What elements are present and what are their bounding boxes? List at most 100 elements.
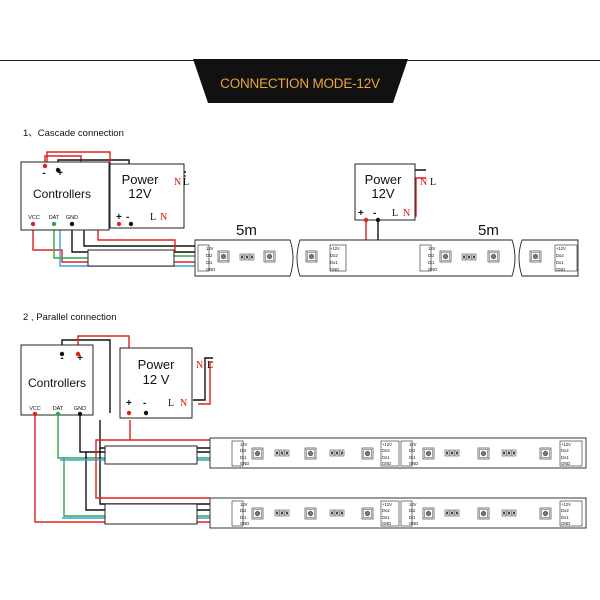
svg-text:Di1: Di1 [206, 260, 213, 265]
svg-text:Do1: Do1 [561, 515, 569, 520]
svg-text:-: - [126, 212, 129, 223]
svg-text:GND: GND [409, 521, 418, 526]
svg-text:GND: GND [382, 521, 391, 526]
svg-text:Di2: Di2 [428, 253, 435, 258]
terminal-dat [51, 221, 57, 227]
svg-text:L: L [207, 360, 213, 371]
svg-text:Do2: Do2 [556, 253, 564, 258]
svg-text:L: L [150, 212, 156, 223]
svg-text:L: L [183, 177, 189, 188]
svg-text:VCC: VCC [29, 406, 41, 412]
svg-text:+: + [57, 168, 63, 179]
svg-text:N: N [420, 177, 427, 188]
svg-text:GND: GND [561, 521, 570, 526]
svg-text:12V: 12V [428, 246, 436, 251]
svg-text:+12V: +12V [382, 442, 392, 447]
cascade-controller: - + Controllers VCC DAT GND [20, 161, 110, 231]
svg-text:Di1: Di1 [409, 515, 416, 520]
parallel-controller: - + Controllers VCC DAT GND [20, 344, 94, 417]
svg-text:Di2: Di2 [240, 448, 247, 453]
cascade-power-2: Power 12V + - L N N L [354, 163, 436, 223]
svg-text:N: N [174, 177, 181, 188]
svg-text:12V: 12V [206, 246, 214, 251]
svg-text:Di2: Di2 [240, 508, 247, 513]
svg-text:DAT: DAT [49, 215, 60, 221]
svg-text:L: L [168, 398, 174, 409]
svg-text:+12V: +12V [330, 246, 340, 251]
cascade-power-1: Power 12V + - L N N L [109, 163, 189, 229]
svg-text:L: L [392, 208, 398, 219]
svg-text:GND: GND [382, 461, 391, 466]
svg-text:Do2: Do2 [561, 508, 569, 513]
svg-text:Di2: Di2 [206, 253, 213, 258]
svg-text:Controllers: Controllers [28, 376, 86, 390]
svg-text:-: - [373, 208, 376, 219]
parallel-heading: 2 , Parallel connection [23, 312, 116, 323]
terminal-gnd [69, 221, 75, 227]
svg-text:GND: GND [74, 406, 86, 412]
svg-text:N: N [403, 208, 410, 219]
svg-text:-: - [60, 353, 63, 364]
svg-text:Power: Power [122, 172, 160, 187]
svg-text:Do1: Do1 [330, 260, 338, 265]
strip-length-2: 5m [478, 222, 499, 239]
svg-text:+: + [126, 398, 132, 409]
svg-text:Do2: Do2 [561, 448, 569, 453]
svg-text:DAT: DAT [53, 406, 64, 412]
strip-length-1: 5m [236, 222, 257, 239]
parallel-strip-1: 12V Di2 Di1 GND +12V Do2 Do1 GND 12V Di2… [209, 437, 587, 469]
svg-text:+12V: +12V [561, 442, 571, 447]
svg-text:+12V: +12V [382, 502, 392, 507]
svg-text:+: + [77, 353, 83, 364]
svg-text:GND: GND [240, 461, 249, 466]
terminal-vcc [30, 221, 36, 227]
svg-text:Do1: Do1 [556, 260, 564, 265]
svg-text:N: N [180, 398, 187, 409]
svg-text:Do1: Do1 [382, 515, 390, 520]
svg-text:GND: GND [428, 267, 437, 272]
svg-text:12V: 12V [409, 442, 417, 447]
svg-text:Di2: Di2 [409, 508, 416, 513]
parallel-amp-2 [104, 503, 198, 525]
svg-text:GND: GND [330, 267, 339, 272]
parallel-amp-1 [104, 445, 198, 465]
svg-text:12V: 12V [409, 502, 417, 507]
svg-text:Power: Power [138, 357, 176, 372]
svg-text:Do1: Do1 [561, 455, 569, 460]
svg-text:GND: GND [206, 267, 215, 272]
parallel-strip-2: 12V Di2 Di1 GND +12V Do2 Do1 GND 12V Di2… [209, 497, 587, 529]
svg-text:Di1: Di1 [240, 515, 247, 520]
cascade-heading: 1、Cascade connection [23, 128, 124, 139]
svg-text:Do2: Do2 [382, 508, 390, 513]
svg-text:+: + [358, 208, 364, 219]
svg-text:-: - [143, 398, 146, 409]
svg-text:12V: 12V [240, 442, 248, 447]
svg-text:N: N [160, 212, 167, 223]
svg-text:+12V: +12V [561, 502, 571, 507]
cascade-strip-3: +12V Do2 Do1 GND [518, 239, 579, 277]
svg-text:GND: GND [556, 267, 565, 272]
page-title: CONNECTION MODE-12V [220, 76, 380, 91]
header-banner: CONNECTION MODE-12V [0, 59, 600, 103]
terminal-plus [42, 163, 48, 169]
svg-text:Do2: Do2 [330, 253, 338, 258]
svg-text:12V: 12V [128, 186, 151, 201]
terminal-minus [55, 167, 61, 173]
svg-text:+: + [116, 212, 122, 223]
svg-text:12V: 12V [371, 186, 394, 201]
svg-text:GND: GND [409, 461, 418, 466]
svg-text:Di2: Di2 [409, 448, 416, 453]
svg-text:GND: GND [240, 521, 249, 526]
svg-text:L: L [430, 177, 436, 188]
svg-text:Di1: Di1 [240, 455, 247, 460]
svg-text:GND: GND [561, 461, 570, 466]
cascade-strip-1: 12V Di2 Di1 GND 5m [194, 222, 294, 277]
svg-text:GND: GND [66, 215, 78, 221]
cascade-amp-1 [87, 249, 175, 267]
svg-text:Do2: Do2 [382, 448, 390, 453]
svg-text:N: N [196, 360, 203, 371]
svg-text:Di1: Di1 [409, 455, 416, 460]
svg-text:+12V: +12V [556, 246, 566, 251]
svg-text:-: - [42, 168, 45, 179]
